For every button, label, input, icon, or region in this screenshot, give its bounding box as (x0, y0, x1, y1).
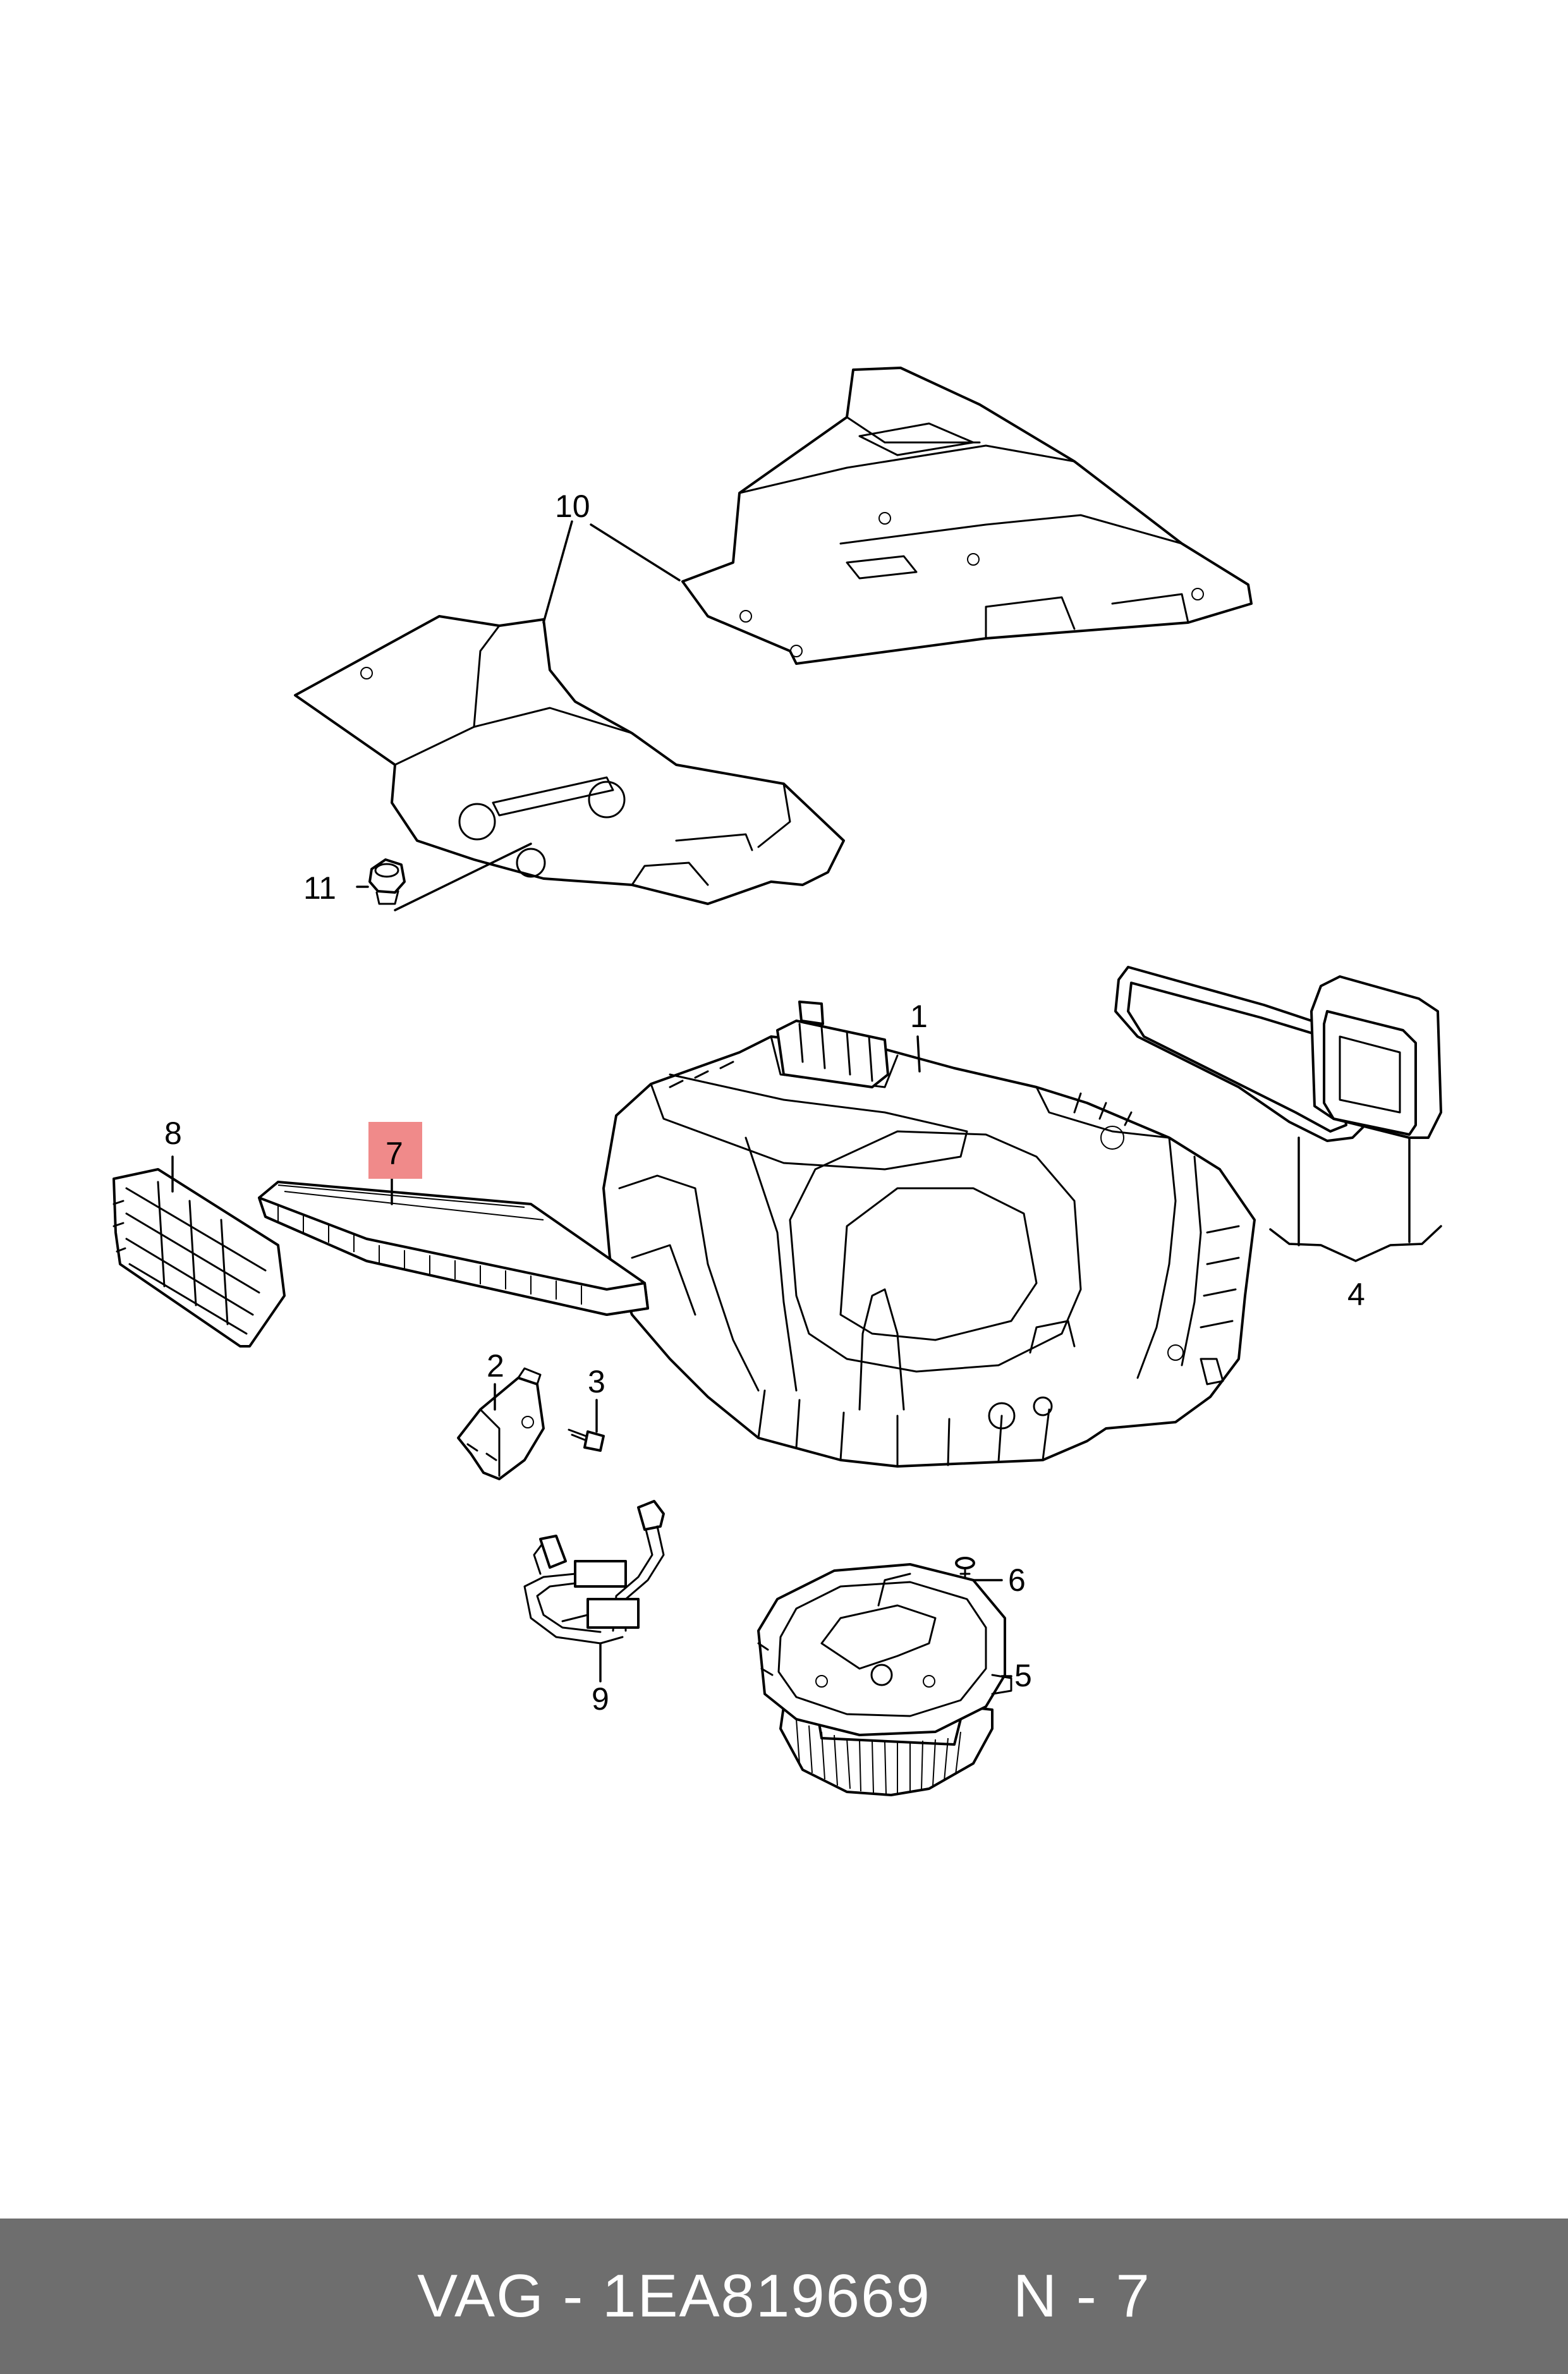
blower-motor-part (757, 1563, 1012, 1796)
callout-7-highlight (368, 1122, 422, 1179)
leader-10 (542, 520, 681, 624)
leader-lines (171, 520, 1442, 1683)
callout-8: 8 (164, 1116, 182, 1151)
screw-part (568, 1428, 605, 1452)
shield-left-part (294, 615, 845, 905)
callout-11: 11 (303, 870, 336, 906)
callout-1: 1 (910, 999, 928, 1034)
callout-6: 6 (1008, 1562, 1026, 1598)
callout-3: 3 (588, 1364, 605, 1399)
ac-housing-part (602, 1001, 1256, 1468)
nut-part (368, 858, 406, 905)
callout-9: 9 (592, 1681, 609, 1717)
part-number-footer: VAG - 1EA819669 N - 7 (0, 2219, 1568, 2374)
position-text: N - 7 (1012, 2262, 1151, 2330)
shield-right-part (681, 367, 1253, 665)
leader-11 (356, 843, 532, 911)
parts-diagram: 10 11 1 8 7 4 2 3 9 6 5 (112, 367, 1442, 1796)
leader-1 (916, 1035, 921, 1073)
callout-5: 5 (1014, 1658, 1032, 1693)
seal-ring-part (1114, 966, 1366, 1142)
leader-4 (1269, 1136, 1442, 1262)
callout-2: 2 (487, 1348, 504, 1384)
part-number-text: VAG - 1EA819669 (417, 2262, 931, 2330)
servomotor-part (457, 1367, 545, 1480)
callout-10: 10 (555, 489, 590, 524)
seal-box-part (1310, 975, 1442, 1139)
callout-7: 7 (386, 1136, 403, 1171)
wiring-harness-part (523, 1500, 665, 1645)
filter-cover-part (112, 1168, 286, 1348)
callout-4: 4 (1347, 1277, 1365, 1312)
cabin-filter-part (258, 1181, 649, 1316)
callout-labels: 10 11 1 8 7 4 2 3 9 6 5 (164, 489, 1365, 1717)
